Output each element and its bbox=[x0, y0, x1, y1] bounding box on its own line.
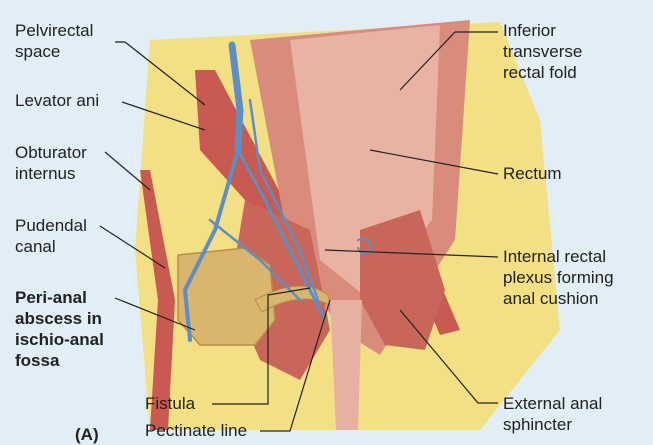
leader-pectinate-line bbox=[260, 300, 330, 431]
leader-external-anal-sphincter bbox=[400, 310, 498, 403]
leader-perianal-abscess bbox=[115, 298, 195, 330]
leader-obturator-internus bbox=[105, 152, 150, 190]
leader-fistula bbox=[212, 288, 310, 404]
leader-levator-ani bbox=[122, 102, 205, 130]
leader-inferior-transverse-fold bbox=[400, 32, 498, 90]
leader-internal-rectal-plexus bbox=[325, 250, 498, 257]
leader-rectum bbox=[370, 150, 498, 174]
leader-pudendal-canal bbox=[100, 226, 165, 268]
leader-pelvirectal-space bbox=[115, 42, 205, 105]
